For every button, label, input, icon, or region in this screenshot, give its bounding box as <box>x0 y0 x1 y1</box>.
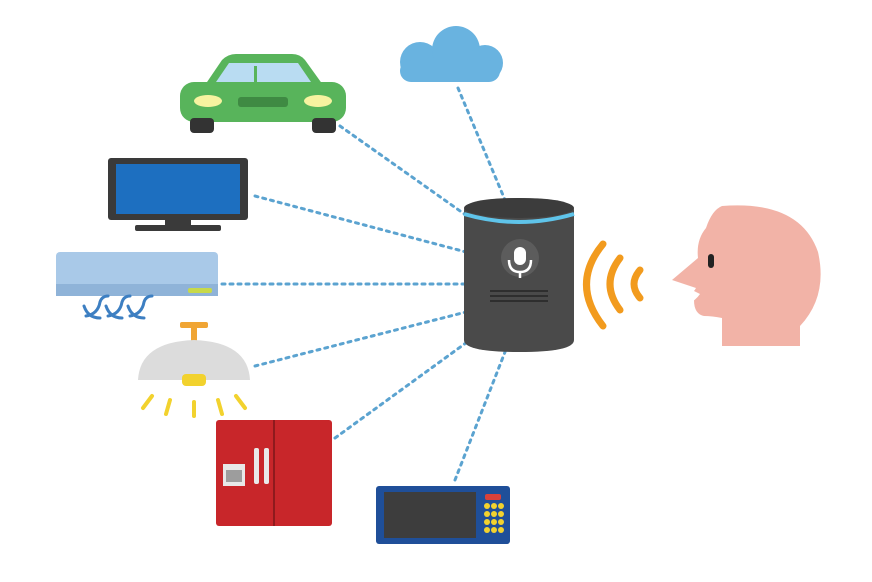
link-refrigerator <box>333 338 472 440</box>
refrigerator-icon <box>216 420 332 526</box>
car-icon <box>180 54 346 133</box>
microwave-icon <box>376 486 510 544</box>
television-icon <box>108 158 248 231</box>
link-microwave <box>453 350 507 482</box>
cloud-icon <box>400 26 503 82</box>
link-cloud <box>456 86 507 202</box>
link-tv <box>253 194 468 254</box>
link-ceiling-light <box>253 310 468 368</box>
air-conditioner-icon <box>56 252 218 320</box>
sound-waves-icon <box>583 240 644 330</box>
microphone-icon <box>501 239 539 278</box>
link-car <box>338 124 472 220</box>
smart-speaker-icon <box>463 198 575 352</box>
ceiling-light-icon <box>138 322 250 418</box>
connection-lines <box>220 86 507 482</box>
speaking-person-icon <box>672 205 821 346</box>
speaker-grille <box>490 290 548 302</box>
